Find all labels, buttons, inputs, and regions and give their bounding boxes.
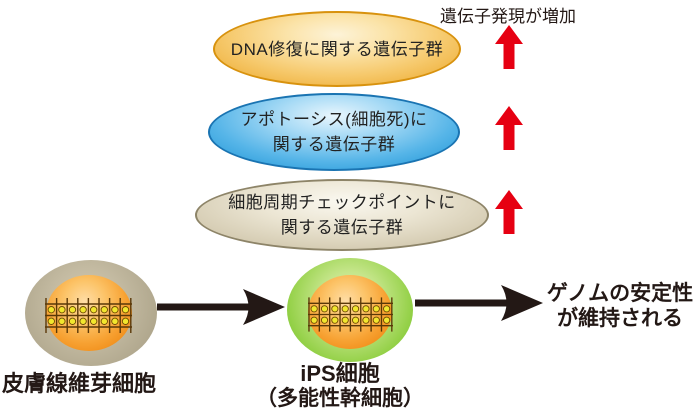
gene-expression-increase-label: 遺伝子発現が増加 (440, 7, 576, 26)
gene-group-cell-cycle-label-line1: 細胞周期チェックポイントに (228, 193, 456, 212)
ips-cell-label-line1: iPS細胞 (300, 361, 380, 386)
gene-group-apoptosis-label-line2: 関する遺伝子群 (272, 135, 396, 154)
gene-group-apoptosis-label-line1: アポトーシス(細胞死)に (240, 110, 428, 129)
fibroblast-label: 皮膚線維芽細胞 (2, 371, 157, 396)
right-arrow-icon (415, 285, 543, 321)
chromatin-strip-icon (45, 298, 132, 333)
ips-cell-label-line2: （多能性幹細胞） (256, 387, 424, 410)
gene-group-dna-repair: DNA修復に関する遺伝子群 (213, 11, 461, 87)
ips-cell-label: iPS細胞 （多能性幹細胞） (240, 361, 440, 411)
right-arrow-icon (157, 289, 285, 325)
gene-group-cell-cycle-checkpoint: 細胞周期チェックポイントに 関する遺伝子群 (195, 179, 489, 251)
genome-stability-label: ゲノムの安定性 が維持される (540, 281, 700, 331)
gene-group-cell-cycle-label-line2: 関する遺伝子群 (280, 218, 404, 237)
up-arrow-icon (495, 190, 523, 234)
genome-stability-line1: ゲノムの安定性 (546, 282, 694, 305)
genome-stability-line2: が維持される (557, 307, 683, 330)
gene-group-dna-repair-label: DNA修復に関する遺伝子群 (230, 39, 444, 59)
up-arrow-icon (495, 106, 523, 150)
chromatin-strip-icon (308, 297, 393, 332)
up-arrow-icon (495, 25, 523, 69)
gene-group-apoptosis: アポトーシス(細胞死)に 関する遺伝子群 (208, 93, 460, 171)
